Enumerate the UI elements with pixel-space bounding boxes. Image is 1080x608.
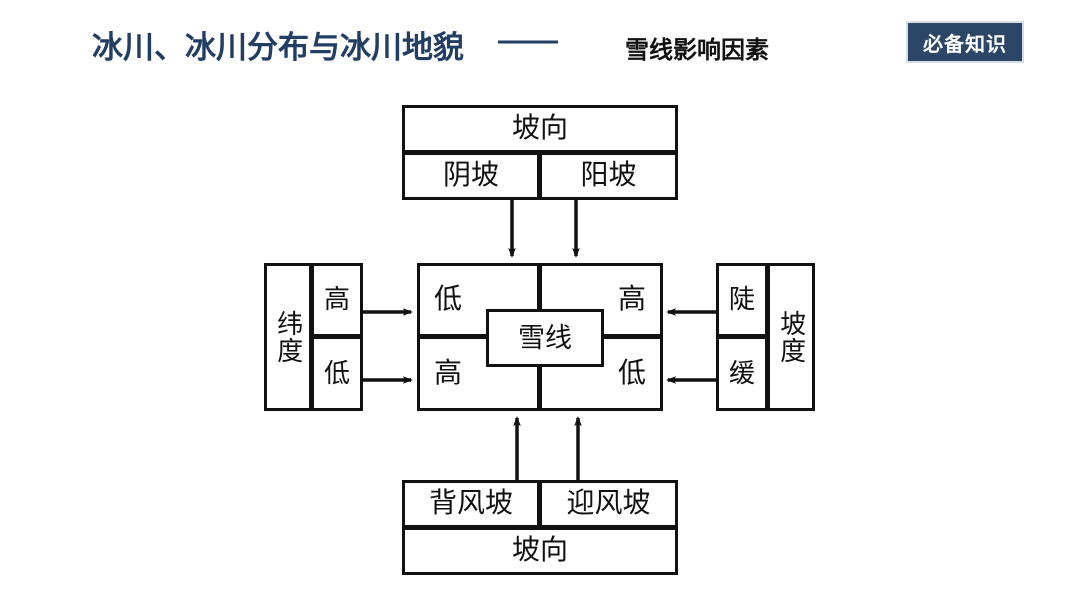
left-group-cell-high: 高 (311, 263, 363, 337)
top-group-cell-sunny-slope: 阳坡 (539, 152, 678, 200)
center-grid-cell-bottom-left-label: 高 (434, 357, 463, 389)
center-grid-cell-bottom-right-label: 低 (617, 357, 646, 389)
center-snowline-box: 雪线 (486, 309, 604, 367)
left-group-cell-high-label: 高 (323, 285, 350, 315)
left-group-label-latitude: 纬度 (264, 263, 312, 411)
bottom-group-cell-windward-slope-label: 迎风坡 (566, 488, 651, 520)
left-group-cell-low: 低 (311, 336, 363, 411)
top-group-header: 坡向 (402, 105, 678, 153)
bottom-group-footer: 坡向 (402, 527, 678, 575)
page-header: 冰川、冰川分布与冰川地貌 —— 雪线影响因素 必备知识 (0, 0, 1080, 88)
top-group-cell-sunny-slope-label: 阳坡 (580, 160, 637, 192)
right-group-label-slope-gradient-text: 坡度 (776, 310, 806, 364)
knowledge-badge-label: 必备知识 (923, 33, 1007, 56)
top-group-cell-shady-slope-label: 阴坡 (442, 160, 499, 192)
page-title-subtitle: 雪线影响因素 (625, 37, 769, 64)
center-grid-cell-top-right-label: 高 (617, 284, 646, 316)
top-group-header-label: 坡向 (511, 113, 568, 145)
bottom-group-footer-label: 坡向 (511, 535, 568, 567)
right-group-cell-steep: 陡 (716, 263, 768, 337)
knowledge-badge: 必备知识 (906, 21, 1024, 63)
bottom-group-cell-leeward-slope: 背风坡 (402, 480, 540, 528)
page-title-dash: —— (498, 22, 558, 57)
right-group-cell-gentle-label: 缓 (728, 358, 755, 388)
right-group-cell-gentle: 缓 (716, 336, 768, 411)
bottom-group-cell-leeward-slope-label: 背风坡 (428, 488, 513, 520)
top-group-cell-shady-slope: 阴坡 (402, 152, 540, 200)
center-grid-cell-top-left-label: 低 (434, 284, 463, 316)
right-group-label-slope-gradient: 坡度 (767, 263, 815, 411)
bottom-group-cell-windward-slope: 迎风坡 (539, 480, 678, 528)
right-group-cell-steep-label: 陡 (728, 285, 755, 315)
page-title-main: 冰川、冰川分布与冰川地貌 (92, 30, 464, 65)
left-group-label-latitude-text: 纬度 (273, 310, 303, 364)
left-group-cell-low-label: 低 (323, 358, 350, 388)
center-snowline-label: 雪线 (518, 322, 572, 353)
